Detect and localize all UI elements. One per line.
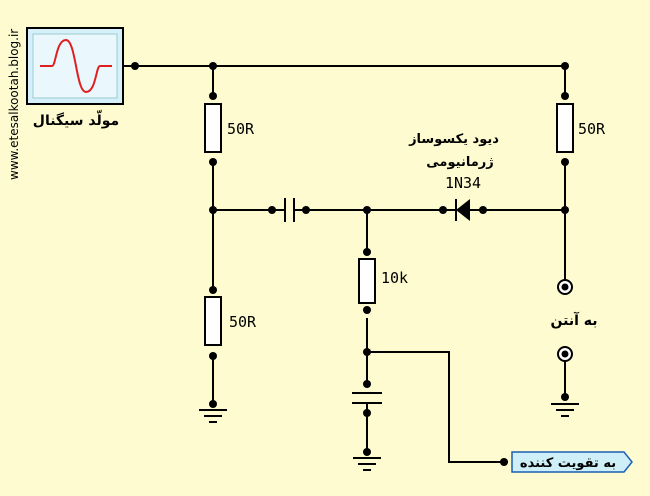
diode-label-line1: دیود یکسوساز [408, 132, 499, 147]
signal-generator: مولّد سیگنال [26, 27, 124, 129]
generator-label: مولّد سیگنال [33, 110, 119, 129]
resistor-middle: 10k [358, 258, 408, 304]
sine-wave-icon [40, 38, 112, 94]
watermark-text: www.etesalkootah.blog.ir [7, 29, 21, 180]
resistor-bottom-left-label: 50R [229, 313, 257, 331]
diode-label-line2: ژرمانیومی [426, 155, 493, 170]
resistor-top-left: 50R [204, 103, 255, 153]
series-capacitor [272, 198, 306, 222]
resistor-right-label: 50R [578, 120, 606, 138]
resistor-middle-label: 10k [381, 269, 408, 287]
germanium-diode: دیود یکسوساز ژرمانیومی 1N34 [408, 132, 499, 221]
ground-icon [551, 403, 579, 417]
amplifier-label: به تقویت کننده [520, 456, 616, 471]
junction-dots [131, 62, 569, 466]
antenna-terminal-bottom [557, 346, 573, 362]
resistor-top-left-label: 50R [227, 120, 255, 138]
resistor-right: 50R [556, 103, 606, 153]
antenna-label: به آنتن [551, 311, 598, 329]
diode-part-number: 1N34 [445, 174, 481, 192]
shunt-capacitor [352, 392, 382, 404]
resistor-bottom-left: 50R [204, 296, 257, 346]
amplifier-output-tag: به تقویت کننده [511, 451, 633, 473]
wires [123, 65, 566, 463]
antenna-terminal-top [557, 279, 573, 295]
ground-icon [353, 457, 381, 471]
ground-icon [199, 409, 227, 423]
